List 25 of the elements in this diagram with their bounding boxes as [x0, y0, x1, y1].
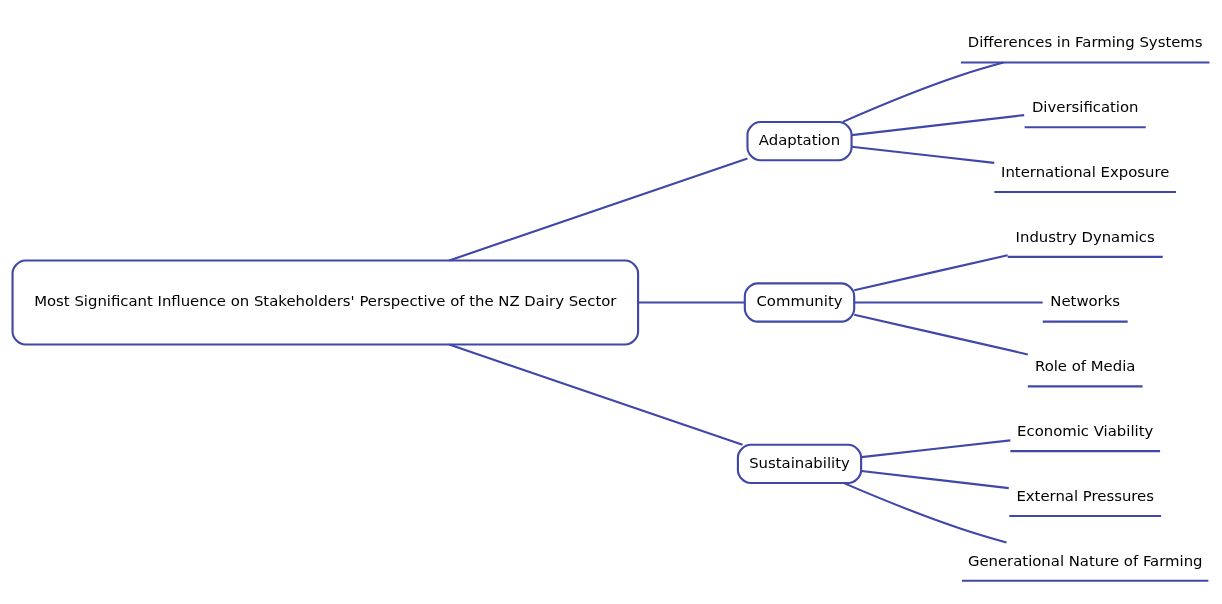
- connector: [861, 438, 1011, 458]
- node-text: Generational Nature of Farming: [967, 551, 1203, 570]
- node-box: Sustainability: [736, 443, 863, 484]
- node-text: Diversification: [1031, 97, 1139, 116]
- connector: [851, 145, 995, 164]
- node-box: Most Significant Influence on Stakeholders' Perspective of the NZ Dairy Sector: [11, 259, 640, 345]
- node-text: External Pressures: [1016, 486, 1154, 505]
- connector: [843, 481, 1007, 543]
- connector: [842, 61, 1004, 123]
- connector: [448, 157, 748, 261]
- connector: [854, 253, 1008, 291]
- node-text: International Exposure: [1001, 162, 1170, 181]
- node-box: Community: [743, 281, 856, 323]
- node-text: Networks: [1050, 291, 1121, 310]
- connector: [851, 113, 1025, 136]
- connector: [638, 300, 745, 304]
- node-text: Differences in Farming Systems: [967, 32, 1203, 51]
- connector: [861, 469, 1009, 489]
- connector: [854, 300, 1043, 304]
- node-box: Adaptation: [746, 120, 853, 161]
- connector: [448, 343, 743, 446]
- connector: [854, 313, 1028, 355]
- node-text: Role of Media: [1034, 356, 1136, 375]
- node-text: Economic Viability: [1017, 421, 1154, 440]
- node-text: Industry Dynamics: [1015, 227, 1155, 246]
